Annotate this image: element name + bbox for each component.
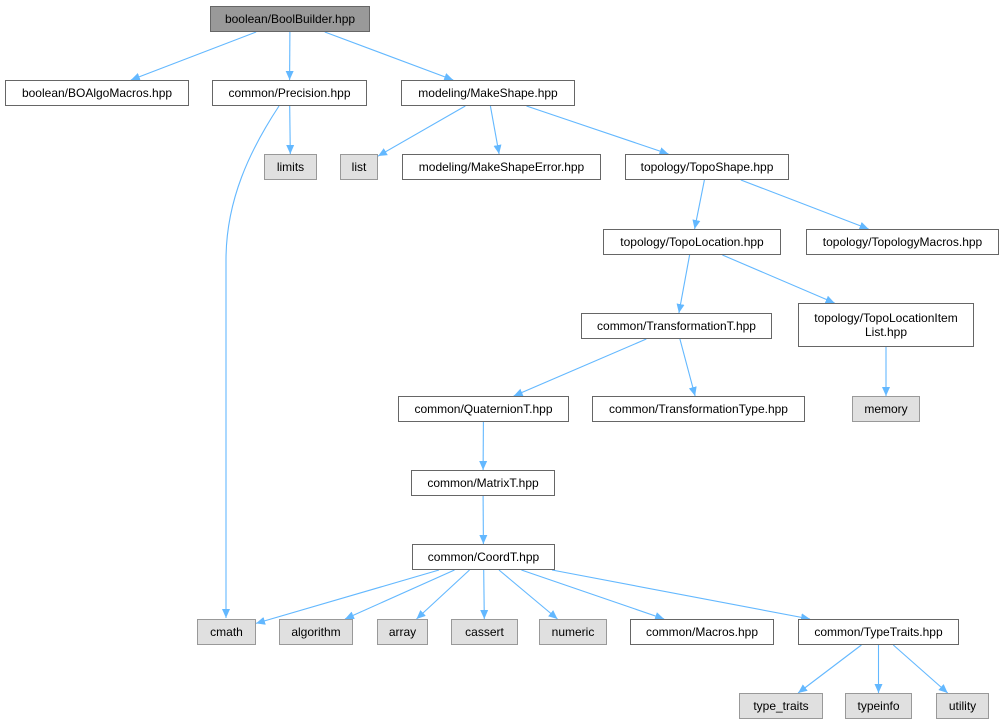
node-cmath: cmath [197,619,256,645]
node-numeric: numeric [539,619,607,645]
node-topolocationitemlist[interactable]: topology/TopoLocationItem List.hpp [798,303,974,347]
node-matrixt[interactable]: common/MatrixT.hpp [411,470,555,496]
node-quaterniont[interactable]: common/QuaternionT.hpp [398,396,569,422]
edge-topolocation-to-transformationt [676,254,691,314]
edge-typetraits-to-utility [892,644,949,694]
edge-coordt-to-cassert [480,569,489,620]
node-memory: memory [852,396,920,422]
edge-makeshape-to-makeshapeerror [489,105,502,155]
edge-toposhape-to-topologymacros [740,179,869,230]
edge-coordt-to-array [416,569,470,620]
node-transformationt[interactable]: common/TransformationT.hpp [581,313,772,339]
node-coordt[interactable]: common/CoordT.hpp [412,544,555,570]
node-algorithm: algorithm [279,619,353,645]
node-typeinfo: typeinfo [845,693,912,719]
node-precision[interactable]: common/Precision.hpp [212,80,367,106]
node-transformationtype[interactable]: common/TransformationType.hpp [592,396,805,422]
edge-precision-to-cmath [222,105,280,618]
node-boalgomacros[interactable]: boolean/BOAlgoMacros.hpp [5,80,189,106]
node-toposhape[interactable]: topology/TopoShape.hpp [625,154,789,180]
edge-coordt-to-algorithm [344,569,455,620]
edge-coordt-to-numeric [498,569,558,620]
node-type-traits: type_traits [739,693,823,719]
edge-transformationt-to-quaterniont [513,338,647,397]
node-makeshapeerror[interactable]: modeling/MakeShapeError.hpp [402,154,601,180]
node-typetraits[interactable]: common/TypeTraits.hpp [798,619,959,645]
node-makeshape[interactable]: modeling/MakeShape.hpp [401,80,575,106]
edge-makeshape-to-toposhape [526,105,669,155]
edge-boolbuilder-to-boalgomacros [130,31,257,81]
edge-coordt-to-macros [521,569,665,620]
edge-coordt-to-typetraits [551,569,811,622]
edge-topolocation-to-topolocationitemlist [722,254,835,304]
edge-precision-to-limits [286,105,295,155]
node-utility: utility [936,693,989,719]
edge-typetraits-to-type-traits [797,644,862,694]
edge-makeshape-to-list [377,105,466,157]
node-topolocation[interactable]: topology/TopoLocation.hpp [603,229,781,255]
edge-boolbuilder-to-makeshape [324,31,454,81]
edge-toposhape-to-topolocation [692,179,705,230]
node-cassert: cassert [451,619,518,645]
edge-coordt-to-cmath [255,569,440,625]
edge-transformationt-to-transformationtype [679,338,697,397]
node-topologymacros[interactable]: topology/TopologyMacros.hpp [806,229,999,255]
node-limits: limits [264,154,317,180]
node-list: list [340,154,378,180]
node-macros[interactable]: common/Macros.hpp [630,619,774,645]
node-boolbuilder[interactable]: boolean/BoolBuilder.hpp [210,6,370,32]
node-array: array [377,619,428,645]
